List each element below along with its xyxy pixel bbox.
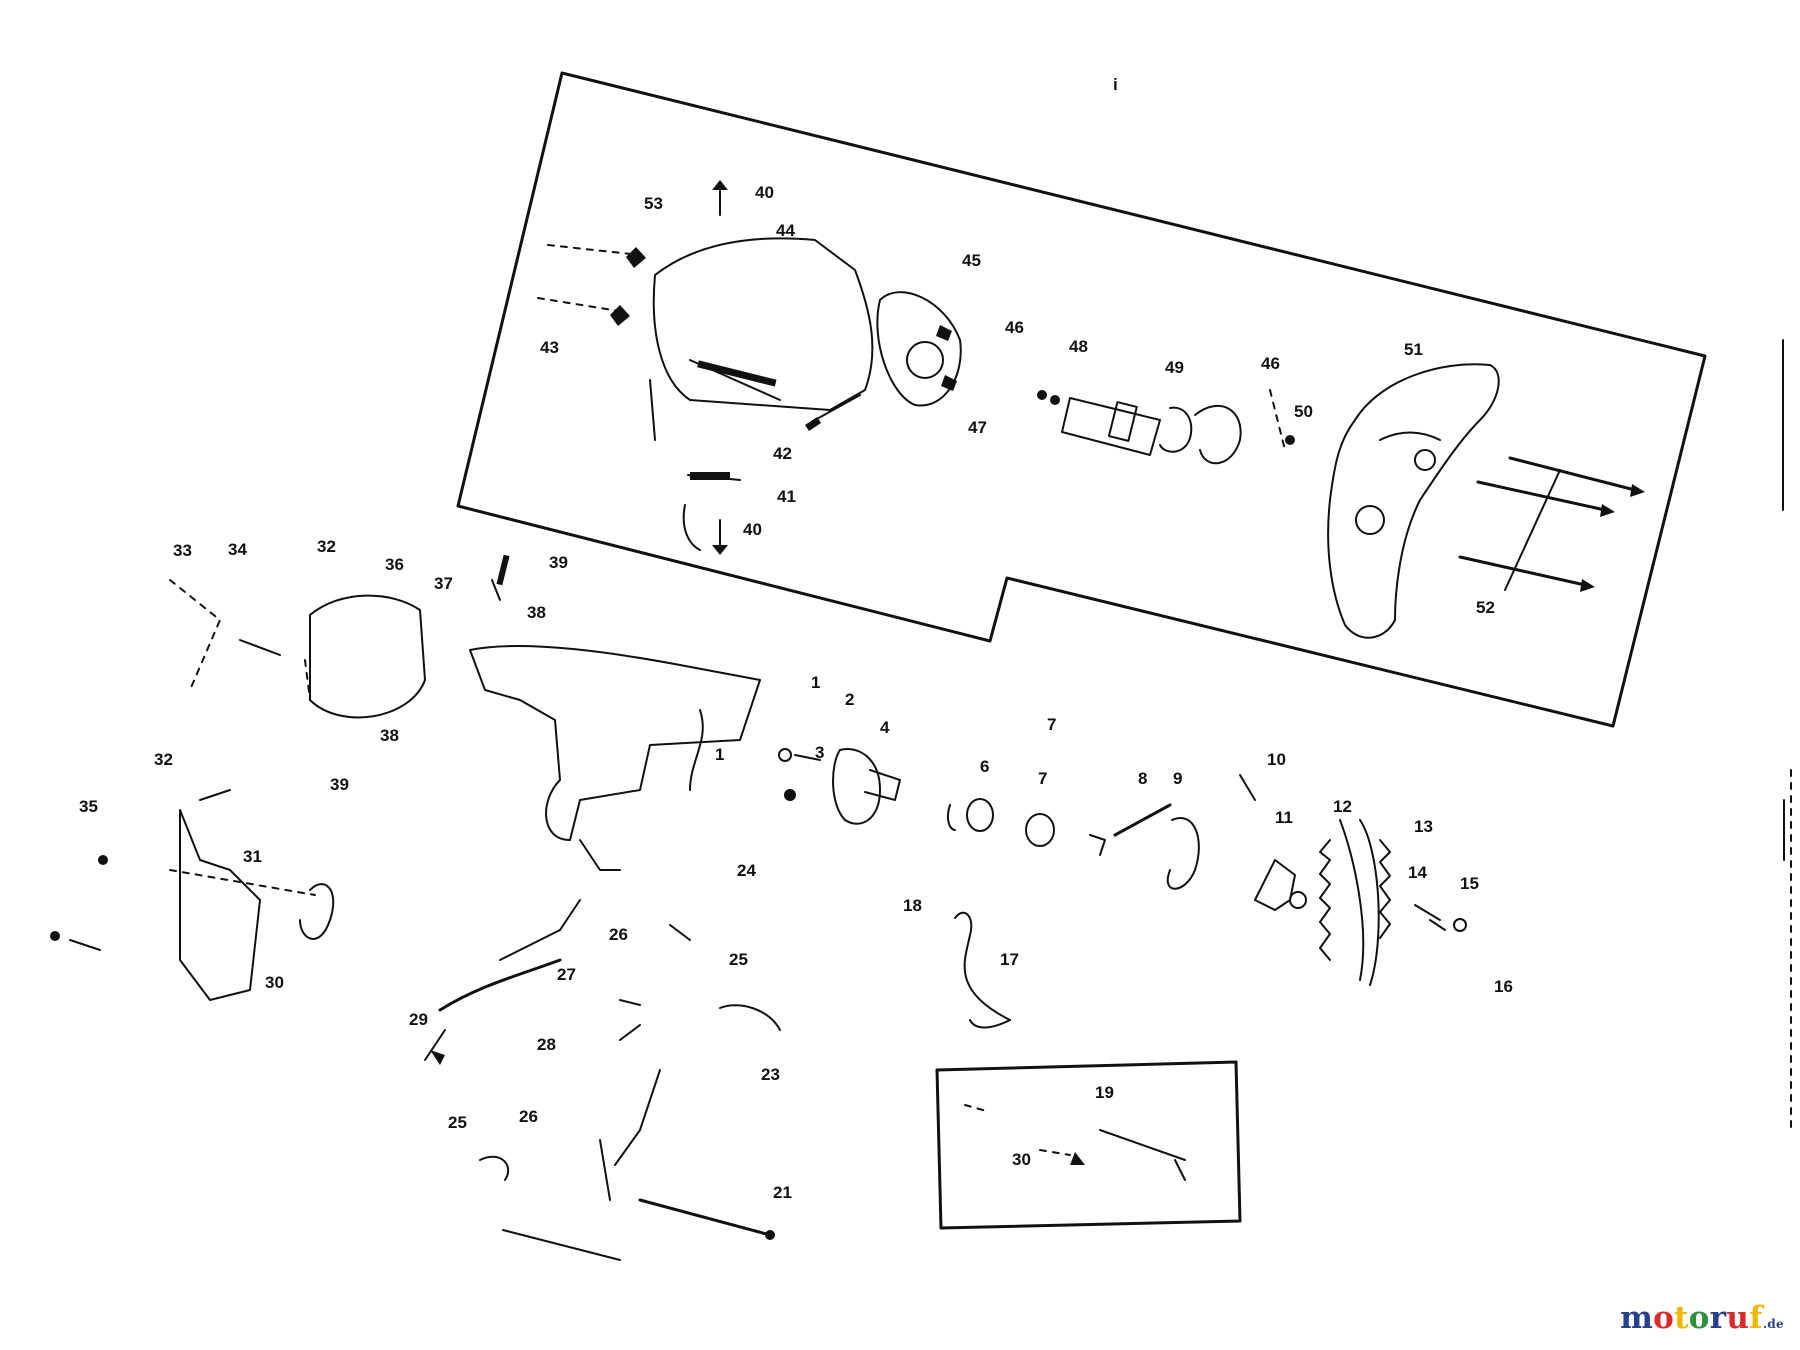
shaft-part [1089,774,1256,890]
callout-21: 21 [773,1183,792,1202]
callout-39: 39 [330,775,349,794]
callout-46: 46 [1261,354,1280,373]
callout-25: 25 [448,1113,467,1132]
callout-32: 32 [154,750,173,769]
callout-40: 40 [743,520,762,539]
spindle-flange-part [778,748,901,825]
callout-35: 35 [79,797,98,816]
callout-3: 3 [815,743,824,762]
carbon-brush-part [682,180,741,555]
callout-31: 31 [243,847,262,866]
watermark-domain: .de [1762,1317,1784,1331]
blade-guard-part [1327,363,1500,639]
callout-28: 28 [537,1035,556,1054]
callout-29: 29 [409,1010,428,1029]
watermark-text: motoruf [1620,1300,1763,1336]
riving-knife-detail-part [964,1104,1186,1181]
callout-7: 7 [1047,715,1056,734]
callout-48: 48 [1069,337,1088,356]
screws-52-part [1458,456,1645,592]
callout-11: 11 [1275,808,1293,827]
callout-8: 8 [1138,769,1147,788]
margin-marks [1782,339,1792,1131]
callout-42: 42 [773,444,792,463]
callout-25: 25 [729,950,748,969]
callout-33: 33 [173,541,192,560]
bearing-flange-part [805,291,962,431]
motor-housing-part [537,237,874,441]
callout-10: 10 [1267,750,1286,769]
motor-group-frame [456,71,1707,728]
callout-41: 41 [777,487,796,506]
callout-6: 6 [980,757,989,776]
callout-37: 37 [434,574,453,593]
callout-16: 16 [1494,977,1513,996]
side-bracket-parts [50,789,335,1001]
callout-45: 45 [962,251,981,270]
callout-46: 46 [1005,318,1024,337]
bearing-part [946,798,1055,847]
callout-14: 14 [1408,863,1427,882]
callout-43: 43 [540,338,559,357]
callout-9: 9 [1173,769,1182,788]
upper-arm-parts [169,554,761,871]
callout-50: 50 [1294,402,1313,421]
callout-2: 2 [845,690,854,709]
callout-30: 30 [1012,1150,1031,1169]
callout-19: 19 [1095,1083,1114,1102]
callout-34: 34 [228,540,247,559]
callout-26: 26 [609,925,628,944]
callout-38: 38 [380,726,399,745]
callout-51: 51 [1404,340,1423,359]
callout-18: 18 [903,896,922,915]
callout-52: 52 [1476,598,1495,617]
top-mark: i [1113,75,1118,94]
callout-1: 1 [811,673,820,692]
callout-38: 38 [527,603,546,622]
callout-27: 27 [557,965,576,984]
callout-4: 4 [880,718,890,737]
callout-13: 13 [1414,817,1433,836]
callout-30: 30 [265,973,284,992]
lever-part [954,911,1011,1029]
callout-40: 40 [755,183,774,202]
riving-knife-detail-frame [935,1060,1242,1230]
armature-part [1037,389,1295,465]
saw-blade-part [1254,819,1467,986]
callout-17: 17 [1000,950,1019,969]
callout-23: 23 [761,1065,780,1084]
callout-15: 15 [1460,874,1479,893]
knob-and-lower-parts [424,899,781,1261]
callout-7: 7 [1038,769,1047,788]
callout-32: 32 [317,537,336,556]
callout-44: 44 [776,221,795,240]
callout-1: 1 [715,745,724,764]
callout-47: 47 [968,418,987,437]
callout-53: 53 [644,194,663,213]
callout-49: 49 [1165,358,1184,377]
callout-36: 36 [385,555,404,574]
callout-24: 24 [737,861,756,880]
callout-12: 12 [1333,797,1352,816]
site-watermark: motoruf.de [1620,1300,1784,1336]
callout-39: 39 [549,553,568,572]
callout-26: 26 [519,1107,538,1126]
